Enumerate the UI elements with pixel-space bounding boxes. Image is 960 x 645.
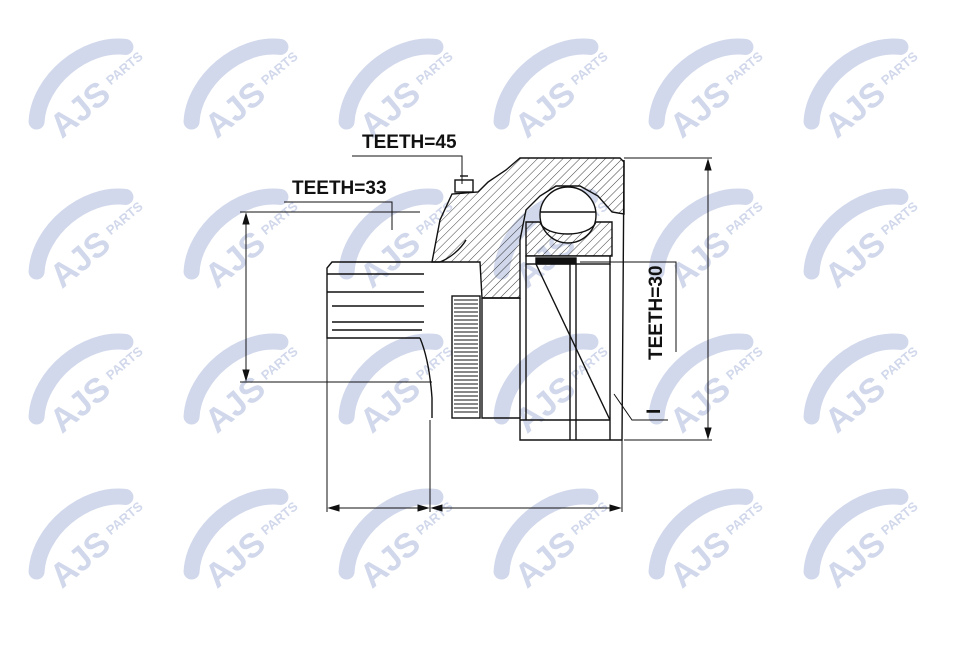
cage-section — [525, 221, 613, 257]
shaft-outline — [326, 261, 424, 339]
annotation-labels: TEETH=45 TEETH=33 TEETH=30 I — [292, 132, 667, 414]
marker-label: I — [644, 409, 665, 414]
teeth-inner-label: TEETH=30 — [646, 265, 667, 360]
teeth-outer-label: TEETH=45 — [362, 132, 457, 153]
housing-section-top — [431, 157, 625, 299]
dimension-lines — [240, 155, 712, 512]
neck-outline — [419, 337, 433, 418]
abs-ring-teeth — [454, 299, 478, 413]
housing-nub — [454, 179, 474, 193]
bell-outer — [481, 159, 625, 441]
teeth-abs-label: TEETH=33 — [292, 178, 387, 199]
cv-joint-body — [326, 157, 625, 441]
